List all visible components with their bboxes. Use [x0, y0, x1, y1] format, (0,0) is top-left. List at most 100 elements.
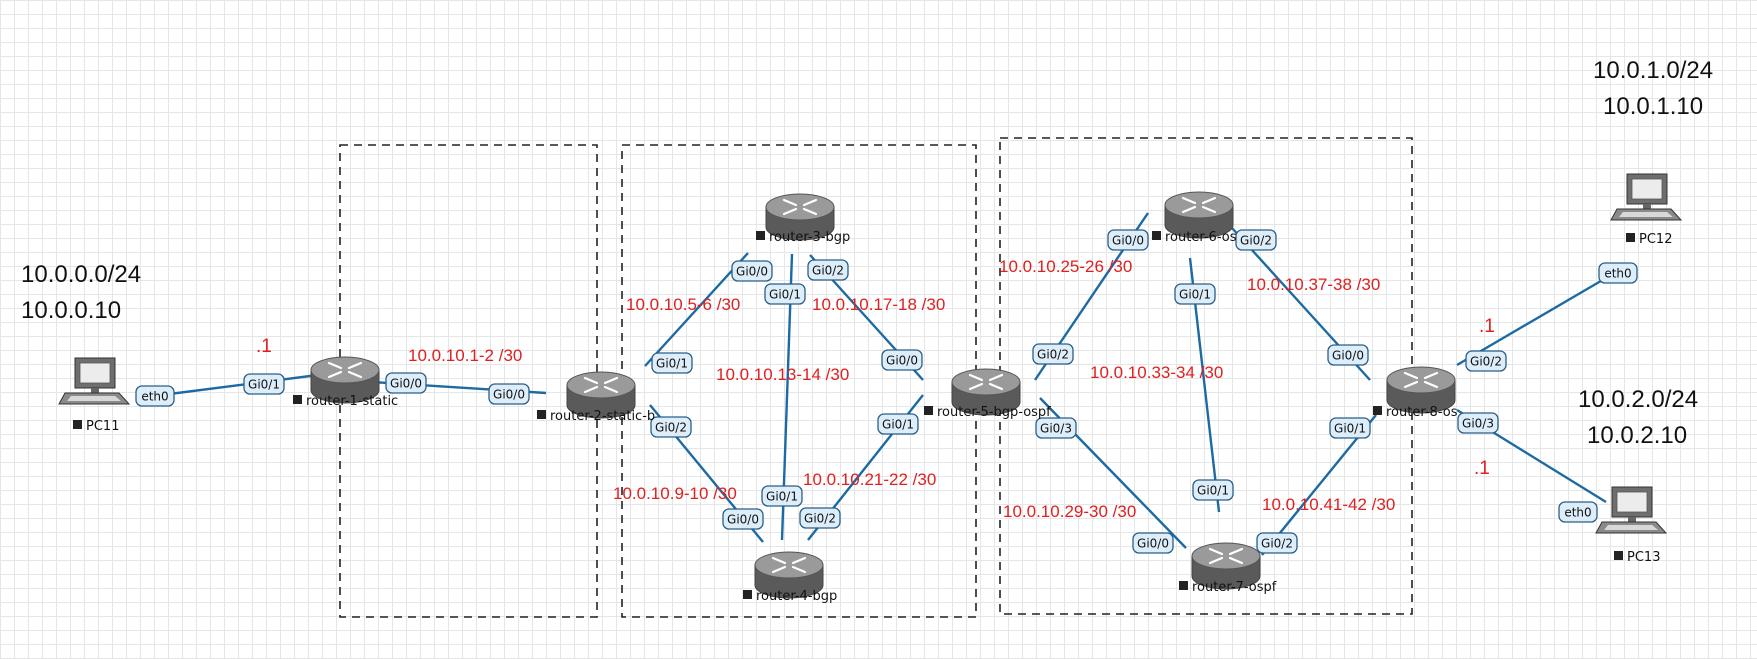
port-badge — [1174, 283, 1216, 305]
port-badge — [1192, 479, 1234, 501]
port-label[interactable]: Gi0/0 — [385, 372, 427, 394]
port-label[interactable]: Gi0/1 — [243, 373, 285, 395]
subnet-label: 10.0.10.37-38 /30 — [1247, 275, 1380, 294]
router-icon[interactable] — [1164, 191, 1234, 239]
network-cidr-label: 10.0.2.0/24 — [1578, 386, 1698, 413]
host-ip-label: 10.0.2.10 — [1587, 422, 1687, 449]
port-name: Gi0/0 — [493, 388, 525, 402]
device-marker — [743, 590, 752, 599]
router-arrow — [968, 382, 984, 391]
router-arrow — [802, 198, 818, 207]
pc-screen — [1616, 491, 1648, 513]
port-label[interactable]: Gi0/1 — [651, 352, 693, 374]
subnet-label: 10.0.10.5-6 /30 — [626, 295, 740, 314]
router-icon[interactable] — [1386, 366, 1456, 414]
port-label[interactable]: Gi0/2 — [1032, 343, 1074, 365]
router-icon[interactable] — [765, 193, 835, 241]
router-arrow — [1201, 205, 1217, 214]
subnet-label: 10.0.10.9-10 /30 — [613, 484, 737, 503]
pc-screen — [79, 362, 111, 384]
router-arrow — [1423, 380, 1439, 389]
port-label[interactable]: Gi0/3 — [1035, 417, 1077, 439]
router-top — [754, 551, 824, 579]
device-marker — [756, 231, 765, 240]
port-label[interactable]: Gi0/2 — [1256, 532, 1298, 554]
port-label[interactable]: Gi0/2 — [1235, 229, 1277, 251]
router-arrow — [1423, 371, 1439, 380]
pc-keyboard — [1619, 212, 1673, 217]
pc-stand — [1628, 517, 1636, 522]
link-r2-r3 — [644, 252, 749, 367]
router-arrow — [327, 361, 343, 370]
port-label[interactable]: Gi0/1 — [1192, 479, 1234, 501]
port-label[interactable]: Gi0/0 — [1132, 532, 1174, 554]
pc-screen — [1631, 178, 1663, 200]
port-label[interactable]: Gi0/2 — [1465, 350, 1507, 372]
router-arrow — [791, 565, 807, 574]
port-label[interactable]: eth0 — [135, 385, 175, 407]
port-name: Gi0/1 — [1179, 288, 1211, 302]
port-label[interactable]: Gi0/0 — [488, 383, 530, 405]
port-label[interactable]: Gi0/1 — [761, 485, 803, 507]
port-label[interactable]: Gi0/1 — [764, 283, 806, 305]
router-arrow — [1228, 547, 1244, 556]
port-label[interactable]: Gi0/1 — [1329, 417, 1371, 439]
pc-stand — [1643, 204, 1651, 209]
port-label[interactable]: Gi0/1 — [1174, 283, 1216, 305]
port-label[interactable]: eth0 — [1598, 262, 1638, 284]
gateway-host-label: .1 — [1474, 458, 1490, 479]
router-icon[interactable] — [951, 368, 1021, 416]
router-arrow — [347, 370, 363, 379]
port-label[interactable]: Gi0/2 — [799, 507, 841, 529]
port-name: Gi0/1 — [1334, 422, 1366, 436]
router-top — [1164, 191, 1234, 219]
port-label[interactable]: Gi0/0 — [1327, 344, 1369, 366]
router-arrow — [347, 361, 363, 370]
device-label-pc13: PC13 — [1627, 550, 1660, 565]
port-label[interactable]: Gi0/2 — [650, 416, 692, 438]
router-icon[interactable] — [754, 551, 824, 599]
router-top — [1386, 366, 1456, 394]
port-label[interactable]: Gi0/3 — [1457, 412, 1499, 434]
port-label[interactable]: eth0 — [1558, 501, 1598, 523]
port-label[interactable]: Gi0/0 — [1107, 229, 1149, 251]
router-arrow — [791, 556, 807, 565]
port-label[interactable]: Gi0/2 — [807, 259, 849, 281]
network-cidr-label: 10.0.0.0/24 — [21, 261, 141, 288]
pc-icon[interactable] — [58, 357, 131, 405]
device-marker — [1626, 233, 1635, 242]
router-icon[interactable] — [566, 371, 636, 419]
subnet-label: 10.0.10.25-26 /30 — [999, 257, 1132, 276]
router-arrow — [583, 376, 599, 385]
device-label-pc12: PC12 — [1639, 232, 1672, 247]
port-name: Gi0/0 — [727, 513, 759, 527]
port-label[interactable]: Gi0/1 — [877, 413, 919, 435]
router-icon[interactable] — [1191, 542, 1261, 590]
pc-icon[interactable] — [1610, 173, 1683, 221]
port-badge — [1032, 343, 1074, 365]
device-marker — [1179, 581, 1188, 590]
port-name: Gi0/2 — [1470, 355, 1502, 369]
subnet-label: 10.0.10.33-34 /30 — [1090, 363, 1223, 382]
port-name: eth0 — [141, 390, 168, 404]
router-arrow — [802, 207, 818, 216]
port-name: Gi0/0 — [390, 377, 422, 391]
port-badge — [764, 283, 806, 305]
pc-icon[interactable] — [1595, 486, 1668, 534]
pc-keyboard — [1604, 525, 1658, 530]
device-label-r6: router-6-os — [1165, 230, 1237, 245]
port-badge — [135, 385, 175, 407]
router-arrow — [771, 556, 787, 565]
device-marker — [924, 406, 933, 415]
router-top — [310, 356, 380, 384]
device-label-r4: router-4-bgp — [756, 589, 837, 604]
port-label[interactable]: Gi0/0 — [722, 508, 764, 530]
host-ip-label: 10.0.0.10 — [21, 297, 121, 324]
port-label[interactable]: Gi0/0 — [731, 260, 773, 282]
router-icon[interactable] — [310, 356, 380, 404]
router-top — [951, 368, 1021, 396]
port-badge — [1132, 532, 1174, 554]
port-label[interactable]: Gi0/0 — [881, 349, 923, 371]
router-arrow — [603, 385, 619, 394]
